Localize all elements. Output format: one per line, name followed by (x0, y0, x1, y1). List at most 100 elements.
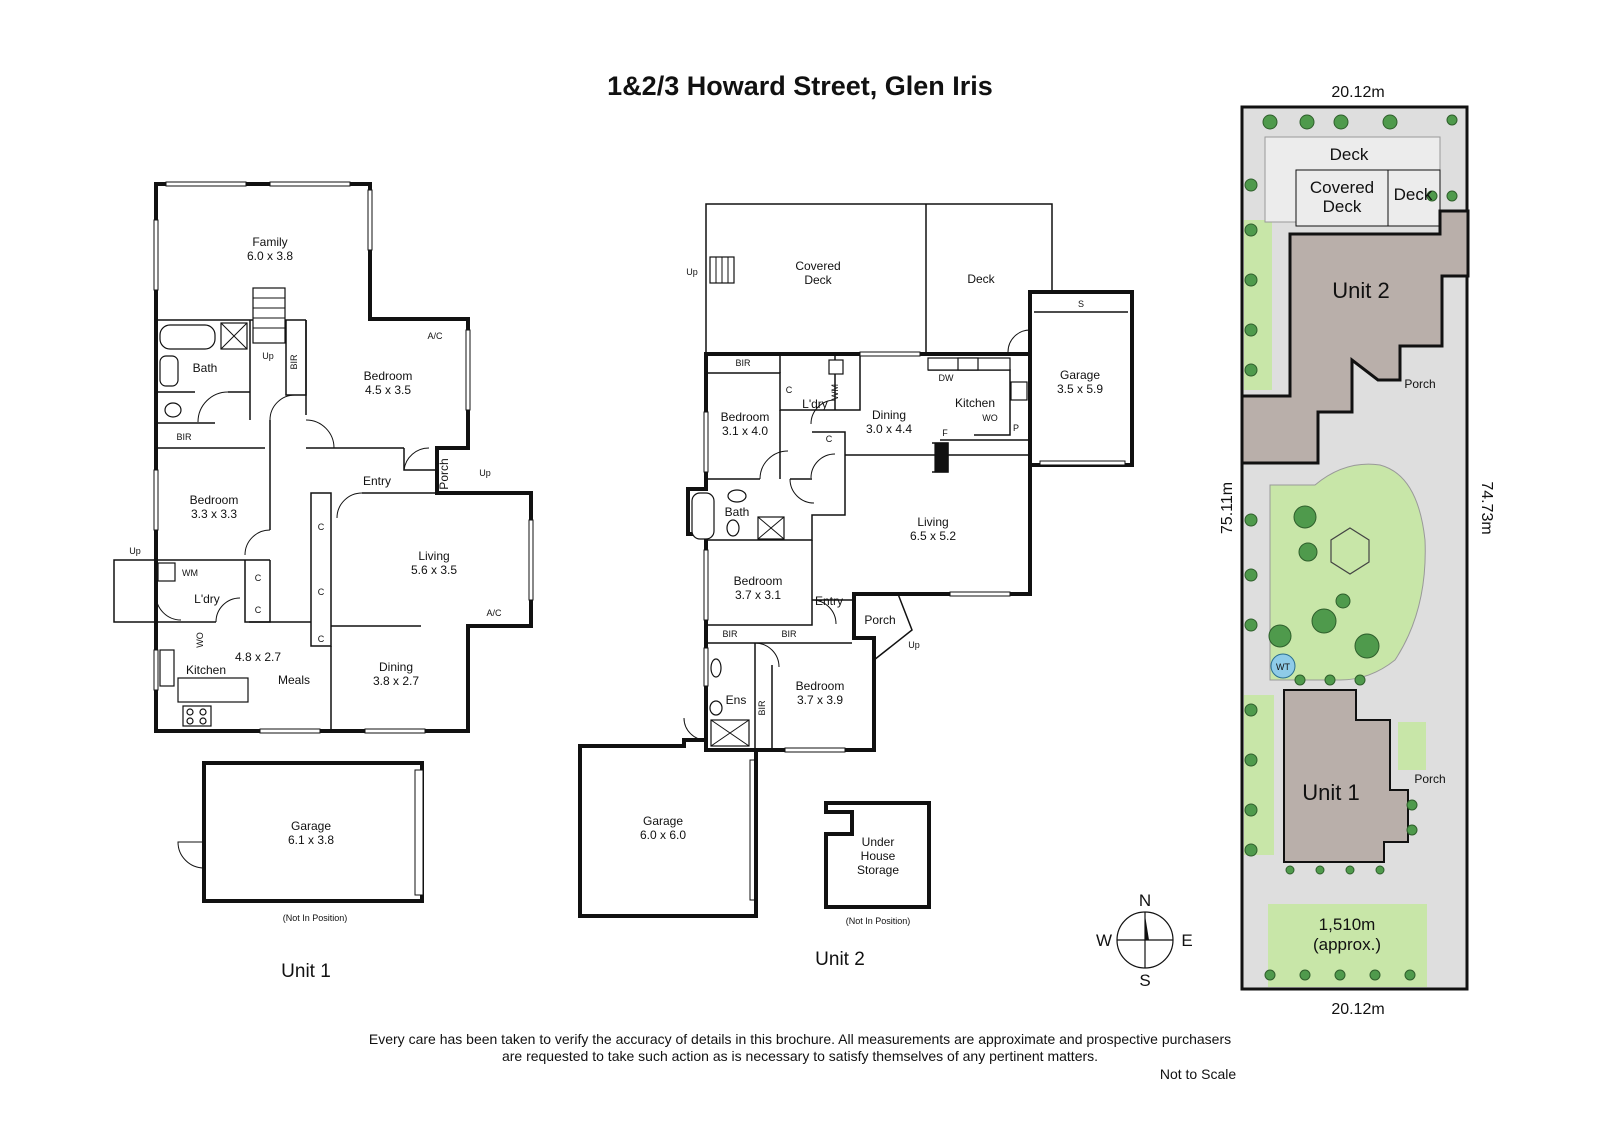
site-top-width: 20.12m (1331, 84, 1384, 101)
unit1-family-name: Family (252, 235, 287, 249)
unit1-kitchen-bench (177, 677, 249, 703)
site-unit2-label: Unit 2 (1332, 278, 1389, 303)
site-bottom-width: 20.12m (1331, 1001, 1384, 1018)
unit2-bed1-size: 3.1 x 4.0 (722, 424, 768, 438)
site-covered-deck-label-a: Covered (1310, 178, 1374, 197)
unit2-plan: Covered Deck Deck Garage 3.5 x 5.9 Bedro… (578, 203, 1134, 970)
unit1-bir-b: BIR (176, 432, 192, 442)
not-to-scale: Not to Scale (1160, 1066, 1236, 1082)
unit2-dining-size: 3.0 x 4.4 (866, 422, 912, 436)
unit1-garage-note: (Not In Position) (283, 913, 348, 923)
site-wt-label: WT (1276, 662, 1290, 672)
unit2-ens-name: Ens (726, 693, 747, 707)
site-hexagon-feature (1330, 527, 1370, 575)
unit2-covered-deck-a: Covered (795, 259, 840, 273)
site-unit2-building (1240, 209, 1470, 465)
unit2-p: P (1013, 423, 1019, 433)
unit1-meals-size: 4.8 x 2.7 (235, 650, 281, 664)
unit1-outer-wall (154, 182, 533, 733)
unit1-bed1-size: 4.5 x 3.5 (365, 383, 411, 397)
unit2-storage-b: House (861, 849, 896, 863)
unit2-bir-b: BIR (722, 629, 738, 639)
unit1-family-size: 6.0 x 3.8 (247, 249, 293, 263)
unit2-bir-c: BIR (781, 629, 797, 639)
page-title: 1&2/3 Howard Street, Glen Iris (607, 71, 993, 101)
site-unit1-building (1283, 689, 1409, 863)
site-porch2-label: Porch (1404, 377, 1435, 391)
unit2-bed2-size: 3.7 x 3.1 (735, 588, 781, 602)
unit1-bir-a: BIR (289, 354, 299, 370)
unit2-ens-basin (710, 658, 722, 678)
unit1-dining-size: 3.8 x 2.7 (373, 674, 419, 688)
unit1-plan: Family 6.0 x 3.8 Bath Bedroom 4.5 x 3.5 … (113, 181, 534, 982)
unit2-sink (1010, 381, 1028, 401)
unit1-up-a: Up (262, 351, 274, 361)
unit1-up-b: Up (479, 468, 491, 478)
site-unit1-label: Unit 1 (1302, 780, 1359, 805)
compass-s: S (1139, 971, 1150, 990)
unit2-dw: DW (939, 373, 954, 383)
unit1-up-c: Up (129, 546, 141, 556)
unit2-porch-name: Porch (864, 613, 895, 627)
unit2-garage-size: 6.0 x 6.0 (640, 828, 686, 842)
unit2-bath-name: Bath (725, 505, 750, 519)
unit2-storage-note: (Not In Position) (846, 916, 911, 926)
unit2-laundry-name: L'dry (802, 397, 828, 411)
unit2-s: S (1078, 299, 1084, 309)
unit1-entry-name: Entry (363, 474, 391, 488)
unit1-porch-name: Porch (437, 458, 451, 489)
unit2-garage-name: Garage (643, 814, 683, 828)
site-porch-garden (1398, 722, 1426, 770)
unit1-bath-name: Bath (193, 361, 218, 375)
unit1-c2: C (318, 587, 325, 597)
unit2-up-a: Up (686, 267, 698, 277)
unit1-wm: WM (182, 568, 198, 578)
compass-n: N (1139, 891, 1151, 910)
unit1-wm-box (157, 562, 176, 582)
unit1-kitchen-name: Kitchen (186, 663, 226, 677)
site-deck-top-label: Deck (1330, 145, 1369, 164)
unit1-vanity (159, 355, 179, 387)
unit2-bir-a: BIR (735, 358, 751, 368)
unit2-c1: C (786, 385, 793, 395)
site-garden-left-bottom (1244, 695, 1274, 855)
unit1-c5: C (255, 605, 262, 615)
site-right-depth: 74.73m (1478, 481, 1495, 534)
unit2-bed3-name: Bedroom (796, 679, 845, 693)
unit2-garage-small-size: 3.5 x 5.9 (1057, 382, 1103, 396)
unit1-side-landing (113, 559, 157, 623)
unit1-living-name: Living (418, 549, 449, 563)
unit2-covered-deck-b: Deck (804, 273, 832, 287)
unit2-dining-name: Dining (872, 408, 906, 422)
site-left-depth: 75.11m (1219, 482, 1236, 534)
unit2-cooktop (957, 357, 979, 371)
unit1-ac-a: A/C (427, 331, 443, 341)
unit1-sink (159, 649, 175, 687)
unit2-entry-name: Entry (815, 594, 843, 608)
unit2-bed2-name: Bedroom (734, 574, 783, 588)
unit1-bathtub (159, 324, 216, 350)
unit2-outer-wall (686, 352, 1032, 752)
unit2-bath-basin (727, 489, 747, 503)
unit2-storage-wall (824, 801, 931, 909)
compass-w: W (1096, 931, 1112, 950)
unit1-windows (153, 181, 534, 734)
unit2-windows (703, 351, 1011, 901)
unit1-dining-name: Dining (379, 660, 413, 674)
site-area-lawn (1268, 904, 1427, 987)
unit2-c2: C (826, 434, 833, 444)
unit1-toilet (164, 402, 182, 418)
unit2-storage-a: Under (862, 835, 895, 849)
unit1-ac-b: A/C (486, 608, 502, 618)
unit1-bed2-name: Bedroom (190, 493, 239, 507)
unit1-meals-name: Meals (278, 673, 310, 687)
compass-e: E (1181, 931, 1192, 950)
site-garden-left-top (1244, 220, 1272, 390)
disclaimer-line-2: are requested to take such action as is … (502, 1048, 1098, 1064)
site-trees (1244, 114, 1458, 981)
unit2-bed3-size: 3.7 x 3.9 (797, 693, 843, 707)
unit2-garage-wall (578, 738, 758, 918)
unit2-ens-toilet (709, 700, 723, 716)
unit2-porch-outline (873, 593, 913, 661)
